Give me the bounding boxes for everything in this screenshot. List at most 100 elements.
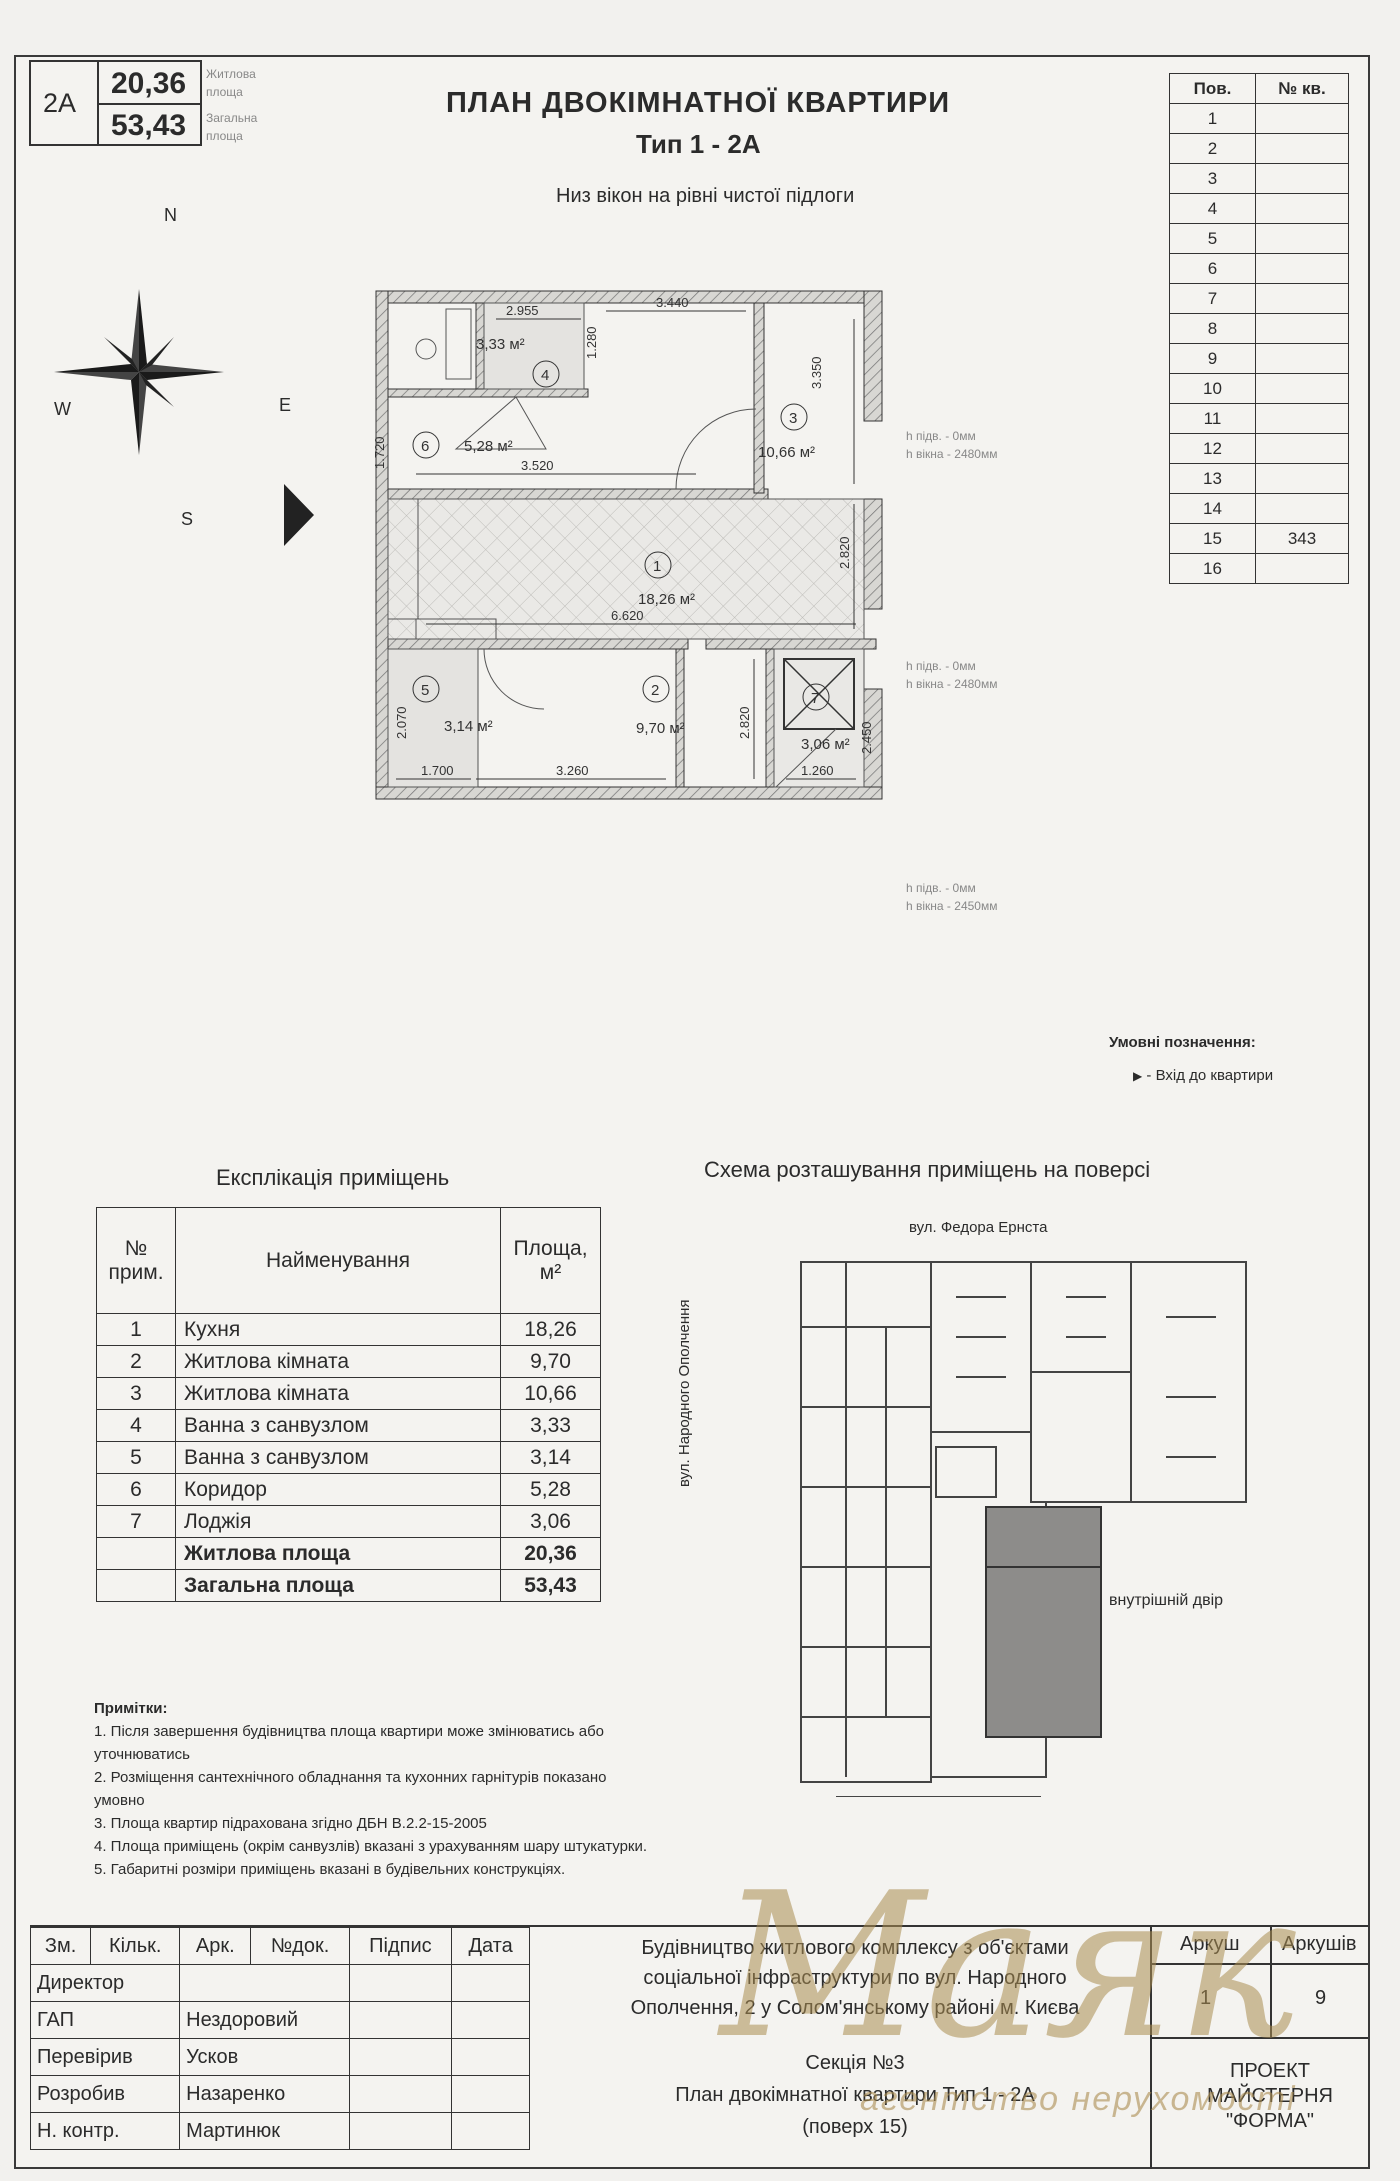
type-code-box: 2A [29, 60, 99, 146]
project-block: Будівництво житлового комплексу з об'єкт… [575, 1933, 1135, 2023]
floor-number: 15 [1169, 523, 1256, 554]
floor-number: 8 [1169, 313, 1256, 344]
explication-area: 3,06 [500, 1505, 601, 1538]
floor-number: 12 [1169, 433, 1256, 464]
room-4-area: 3,33 м² [476, 336, 525, 353]
floor-number: 5 [1169, 223, 1256, 254]
room-1-num: 1 [653, 558, 661, 575]
floor-row: 12 [1169, 433, 1349, 464]
explication-name: Житлова кімната [175, 1377, 501, 1410]
living-area-box: 20,36 [97, 60, 202, 105]
explication-living-num [96, 1537, 176, 1570]
floor-number: 9 [1169, 343, 1256, 374]
stamp-divider-v [1270, 1927, 1272, 2037]
company-line-2: МАЙСТЕРНЯ [1207, 2085, 1333, 2107]
explication-num: 5 [96, 1441, 176, 1474]
floor-row: 14 [1169, 493, 1349, 524]
explication-living-row: Житлова площа 20,36 [96, 1537, 601, 1570]
compass-icon [54, 289, 224, 455]
floor-row: 13 [1169, 463, 1349, 494]
entrance-arrow-icon [284, 484, 314, 546]
dim-1700: 1.700 [421, 763, 454, 778]
stamp-signature [348, 2075, 453, 2113]
explication-num: 6 [96, 1473, 176, 1506]
floor-apt [1255, 253, 1349, 284]
floor-apt [1255, 103, 1349, 134]
floor-row: 2 [1169, 133, 1349, 164]
note-item: 4. Площа приміщень (окрім санвузлів) вка… [94, 1838, 648, 1855]
floor-apt [1255, 553, 1349, 584]
floor-apt [1255, 373, 1349, 404]
compass-n: N [164, 205, 177, 225]
floor-row: 16 [1169, 553, 1349, 584]
floor-apt [1255, 403, 1349, 434]
stamp-signature [348, 2112, 453, 2150]
project-line-3: Ополчення, 2 у Солом'янському районі м. … [630, 1997, 1080, 2019]
explication-area: 3,14 [500, 1441, 601, 1474]
stamp-date [451, 1964, 530, 2002]
floor-number: 7 [1169, 283, 1256, 314]
floors-col-apt: № кв. [1255, 73, 1349, 104]
floor-number: 4 [1169, 193, 1256, 224]
floor-number: 6 [1169, 253, 1256, 284]
project-line-2: соціальної інфраструктури по вул. Народн… [643, 1967, 1067, 1989]
explication-area: 9,70 [500, 1345, 601, 1378]
living-area-label: Житлова площа [206, 67, 256, 99]
stamp-divider [1150, 1927, 1152, 2169]
floor-apt [1255, 313, 1349, 344]
sheets-value: 9 [1315, 1987, 1327, 2009]
floor-apt [1255, 463, 1349, 494]
dim-2955: 2.955 [506, 303, 539, 318]
note-item: уточнюватись [94, 1746, 190, 1763]
stamp-signature [348, 2001, 453, 2039]
explication-total-num [96, 1569, 176, 1602]
stamp-person [179, 1964, 350, 2002]
floors-col-floor: Пов. [1169, 73, 1256, 104]
legend-entrance: ▶ - Вхід до квартири [1133, 1067, 1273, 1084]
legend-entrance-label: - Вхід до квартири [1146, 1067, 1274, 1084]
window-note-3: h підв. - 0мм h вікна - 2450мм [906, 879, 997, 915]
stamp-header: Зм. [29, 1927, 92, 1965]
company-line-1: ПРОЕКТ [1229, 2060, 1311, 2082]
dim-6620: 6.620 [611, 608, 644, 623]
stamp-role: Розробив [29, 2075, 181, 2113]
window-note: Низ вікон на рівні чистої підлоги [556, 185, 855, 207]
explication-area: 5,28 [500, 1473, 601, 1506]
explication-title: Експлікація приміщень [216, 1165, 450, 1190]
window-note-3-height: h вікна - 2450мм [906, 899, 998, 913]
explication-total-label: Загальна площа [175, 1569, 501, 1602]
room-7-area: 3,06 м² [801, 736, 850, 753]
room-3-area: 10,66 м² [758, 444, 815, 461]
stamp-header: №док. [250, 1927, 350, 1965]
stamp-date [451, 2075, 530, 2113]
section-line-3: (поверх 15) [802, 2116, 908, 2138]
type-code: 2A [43, 88, 77, 118]
floor-row: 4 [1169, 193, 1349, 224]
floor-number: 10 [1169, 373, 1256, 404]
floor-row: 11 [1169, 403, 1349, 434]
dim-3260: 3.260 [556, 763, 589, 778]
room-5-area: 3,14 м² [444, 718, 493, 735]
explication-name: Кухня [175, 1313, 501, 1346]
room-6-num: 6 [421, 438, 429, 455]
drawing-sheet: 2A 20,36 53,43 Житлова площа Загальна пл… [14, 55, 1370, 2169]
note-item: 2. Розміщення сантехнічного обладнання т… [94, 1769, 607, 1786]
room-3-num: 3 [789, 410, 797, 427]
dim-1720: 1.720 [372, 436, 387, 469]
floor-row: 6 [1169, 253, 1349, 284]
room-4-num: 4 [541, 367, 549, 384]
notes-title: Примітки: [94, 1700, 168, 1717]
legend-entrance-icon: ▶ [1133, 1069, 1143, 1083]
sheet-value: 1 [1200, 1987, 1212, 2009]
floor-row: 10 [1169, 373, 1349, 404]
stamp-person: Мартинюк [179, 2112, 350, 2150]
floor-apt [1255, 163, 1349, 194]
sheets-label: Аркушів [1282, 1933, 1357, 1955]
